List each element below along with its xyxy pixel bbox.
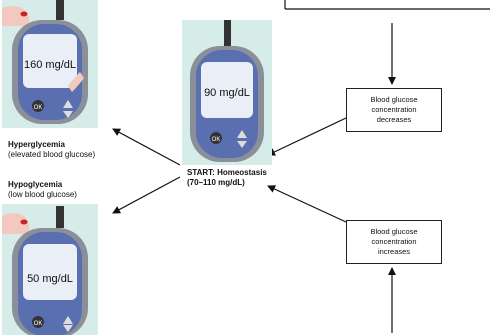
box-line: decreases [376,115,412,124]
meter-reading: 90 mg/dL [204,87,250,99]
start-title: START: Homeostasis [187,168,267,177]
arrow-start-to-hypo [112,176,181,214]
glucose-meter-icon: 160 mg/dL OK [2,0,88,124]
hyperglycemia-subtitle: (elevated blood glucose) [8,150,96,159]
glucose-meter-icon: 50 mg/dL OK [2,206,88,335]
arrow-decreases-to-start [267,117,347,156]
box-line: concentration [371,105,417,114]
glucose-meter-icon: 90 mg/dL OK [190,20,264,162]
start-range: (70–110 mg/dL) [187,178,245,187]
hypoglycemia-label: Hypoglycemia (low blood glucose) [8,180,138,200]
meter-ok-button-label: OK [212,137,221,143]
homeostasis-meter-image: 90 mg/dL OK [182,20,272,165]
box-line: Blood glucose [370,227,418,236]
hypoglycemia-subtitle: (low blood glucose) [8,190,77,199]
start-homeostasis-label: START: Homeostasis (70–110 mg/dL) [187,168,307,188]
meter-reading: 160 mg/dL [24,59,76,71]
hyperglycemia-title: Hyperglycemia [8,140,65,149]
box-line: concentration [371,237,417,246]
meter-ok-button-label: OK [34,105,43,111]
hypoglycemia-title: Hypoglycemia [8,180,63,189]
glucose-increases-box: Blood glucose concentration increases [346,220,442,264]
box-line: increases [377,247,411,256]
glucose-decreases-box: Blood glucose concentration decreases [346,88,442,132]
box-line: Blood glucose [370,95,418,104]
hypoglycemia-meter-image: 50 mg/dL OK [2,204,98,335]
meter-reading: 50 mg/dL [27,273,73,285]
meter-ok-button-label: OK [34,321,43,327]
hyperglycemia-meter-image: 160 mg/dL OK [2,0,98,128]
arrow-increases-to-start [267,185,347,223]
hyperglycemia-label: Hyperglycemia (elevated blood glucose) [8,140,138,160]
arrow-start-to-hyper [112,128,181,166]
